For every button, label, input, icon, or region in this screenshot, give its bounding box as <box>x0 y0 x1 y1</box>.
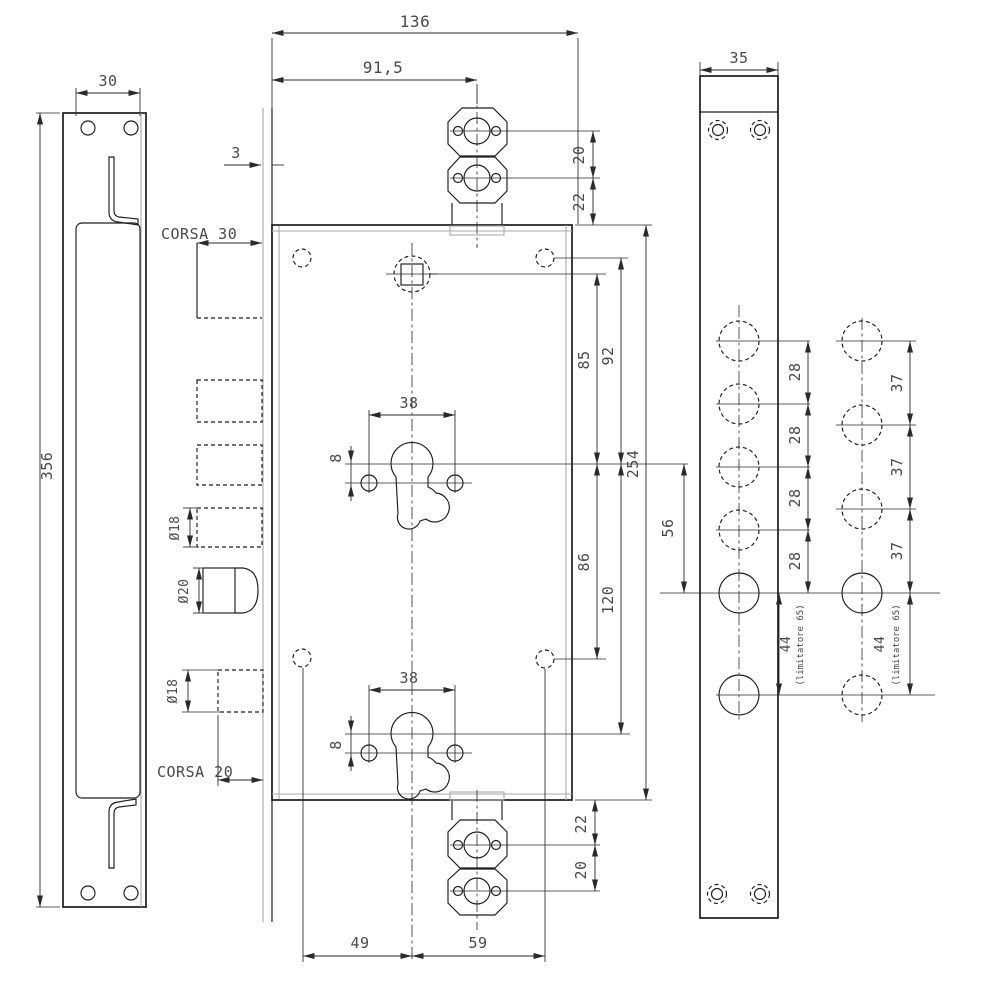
note-limiter-left: (limitatore 65) <box>796 604 806 685</box>
countersunk-hole <box>706 883 728 905</box>
bottom-dimensions: 49 59 <box>302 668 546 962</box>
label-corsa-bottom: CORSA 20 <box>157 763 233 781</box>
dim-limiter-left: 44 <box>779 636 794 653</box>
deadbolt-outline <box>196 507 263 548</box>
limiter-hole <box>841 572 883 614</box>
countersunk-hole <box>749 883 771 905</box>
spindle-square <box>400 263 424 286</box>
note-limiter-right: (limitatore 65) <box>892 604 902 685</box>
screw-hole <box>80 885 96 901</box>
dim-bottom-bracket-edge: 22 <box>572 814 590 833</box>
fixing-hole <box>292 648 312 668</box>
dim-spindle-to-cyl: 85 <box>575 350 593 369</box>
dim-top-bracket-edge: 22 <box>570 192 588 211</box>
top-bracket: 20 22 <box>447 90 600 248</box>
screw-hole <box>80 120 96 136</box>
dim-bottom-bracket-pitch: 20 <box>572 860 590 879</box>
cylinder-top: 38 8 <box>327 394 688 530</box>
dim-bottom-left: 49 <box>350 934 369 952</box>
dim-left-plate-height: 356 <box>38 452 56 481</box>
dim-latch-dia: Ø20 <box>177 579 192 604</box>
bracket-plate <box>447 156 508 204</box>
dim-limiter-right: 44 <box>873 636 888 653</box>
dim-pitch-37: 37 <box>888 373 906 392</box>
dim-cyl-top-offset: 8 <box>327 453 345 463</box>
dim-pitch-37: 37 <box>888 541 906 560</box>
alternate-hole-pattern: 37 37 37 44 (limitatore 65) <box>836 318 916 722</box>
deadbolt-outline <box>196 379 263 423</box>
fixing-hole <box>292 248 312 268</box>
dim-cyl-to-limiter: 56 <box>659 518 677 537</box>
lock-case-profile <box>75 222 141 799</box>
bottom-bracket: 22 20 <box>447 790 600 930</box>
countersunk-hole <box>707 119 729 141</box>
latch-bolt <box>202 567 236 614</box>
screw-hole <box>123 120 139 136</box>
side-plate-view <box>62 112 147 908</box>
screw-hole <box>123 885 139 901</box>
dim-hole-to-cyl: 92 <box>599 346 617 365</box>
lock-body <box>271 224 573 960</box>
dim-top-bracket-pitch: 20 <box>570 145 588 164</box>
dim-cyl-bottom-offset: 8 <box>327 740 345 750</box>
dim-total-width: 136 <box>400 12 430 31</box>
dim-cyl-bottom-width: 38 <box>399 669 418 687</box>
euro-cylinder-profile <box>390 711 450 800</box>
bracket-plate <box>447 107 508 157</box>
fixing-hole <box>535 248 555 268</box>
dim-pitch-28: 28 <box>786 551 804 570</box>
dim-cyl-top-width: 38 <box>399 394 418 412</box>
dim-partial-width: 91,5 <box>363 58 404 77</box>
top-slot <box>108 156 139 226</box>
side-plate-outline <box>62 112 147 908</box>
bracket-plate <box>447 819 508 869</box>
dim-body-height: 254 <box>624 450 642 479</box>
dim-cyl-to-hole: 86 <box>575 552 593 571</box>
euro-cylinder-profile <box>390 441 450 530</box>
limiter-hole <box>718 572 760 614</box>
label-corsa-top: CORSA 30 <box>161 225 237 243</box>
dim-bolt-dia-top: Ø18 <box>168 516 183 541</box>
countersunk-hole <box>749 119 771 141</box>
deadbolt-projections: CORSA 30 Ø18 Ø20 Ø18 CORSA 20 <box>157 225 264 786</box>
bracket-plate <box>447 868 508 916</box>
strike-plate-outline <box>699 75 779 919</box>
dim-right-plate-width: 35 <box>729 49 748 67</box>
limiter-hole <box>841 674 883 716</box>
deadbolt-outline <box>217 669 264 713</box>
side-plate-dimensions: 30 356 <box>36 72 141 908</box>
dim-bolt-dia-bottom: Ø18 <box>166 679 181 704</box>
dim-pitch-28: 28 <box>786 488 804 507</box>
latch-bolt-head <box>235 567 259 614</box>
dim-left-plate-width: 30 <box>98 72 117 90</box>
strike-plate-view: 35 28 28 28 28 44 (limitatore 65) <box>699 49 935 919</box>
deadbolt-outline <box>196 444 263 486</box>
dim-faceplate-thickness: 3 <box>231 144 241 162</box>
bottom-slot <box>108 798 137 869</box>
dim-pitch-28: 28 <box>786 362 804 381</box>
vertical-dimensions: 85 86 92 120 254 56 <box>430 224 940 801</box>
cylinder-bottom: 38 8 <box>327 669 630 800</box>
top-dimensions: 136 91,5 <box>271 12 579 224</box>
dim-cyl-to-cyl: 120 <box>599 586 617 615</box>
lock-body-outline <box>271 224 573 801</box>
fixing-hole <box>535 649 555 669</box>
dim-pitch-28: 28 <box>786 425 804 444</box>
dim-pitch-37: 37 <box>888 457 906 476</box>
dim-bottom-right: 59 <box>468 934 487 952</box>
